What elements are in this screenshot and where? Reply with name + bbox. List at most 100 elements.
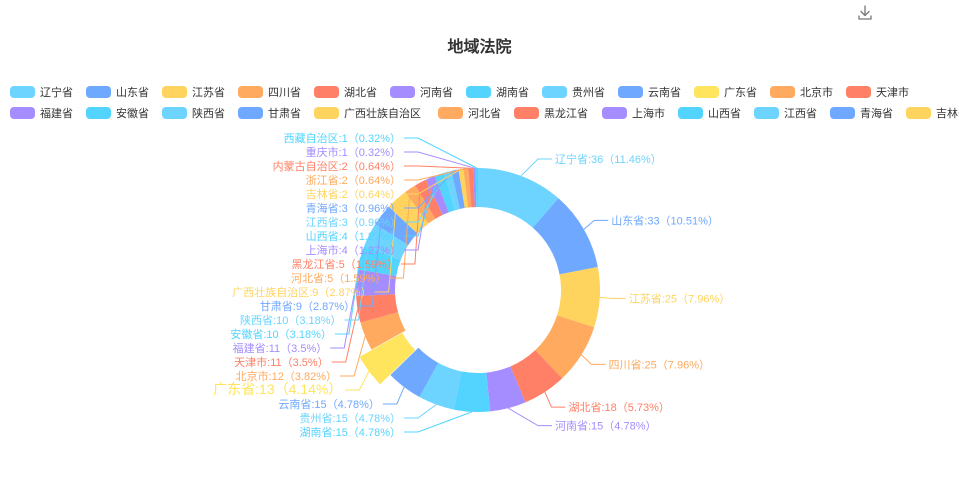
legend-label: 湖北省 <box>344 86 377 99</box>
slice-4e9153577701[interactable] <box>390 347 439 398</box>
legend-item-17[interactable]: 河北省 <box>438 107 501 120</box>
slice-91cd5e865e02[interactable] <box>473 168 477 208</box>
legend-item-13[interactable]: 安徽省 <box>86 106 149 120</box>
legend-swatch <box>10 86 35 98</box>
slice-label: 河南省:15（4.78%） <box>555 420 656 433</box>
slice-label: 福建省:11（3.5%） <box>233 341 328 355</box>
download-icon[interactable] <box>856 4 874 22</box>
slice-label: 安徽省:10（3.18%） <box>230 327 331 341</box>
slice-6e5653177701[interactable] <box>510 350 563 403</box>
legend-label: 天津市 <box>876 85 909 99</box>
legend-item-6[interactable]: 湖南省 <box>466 86 529 99</box>
slice-897f85cf81ea6cbb533a[interactable] <box>475 168 478 208</box>
legend-item-16[interactable]: 广西壮族自治区 <box>314 106 421 120</box>
slice-5b895fbd7701[interactable] <box>357 245 401 276</box>
slice-labels: 辽宁省:36（11.46%） 山东省:33（10.51%） 江苏省:25（7.96%… <box>213 131 730 439</box>
slice-6d596c5f7701[interactable] <box>463 168 472 208</box>
legend-swatch <box>514 107 539 119</box>
legend-item-5[interactable]: 河南省 <box>390 86 453 99</box>
slice-label: 辽宁省:36（11.46%） <box>555 152 662 166</box>
legend-swatch <box>314 107 339 119</box>
legend-item-8[interactable]: 云南省 <box>618 86 681 99</box>
slice-97526d777701[interactable] <box>451 169 465 210</box>
slice-label: 甘肃省:9（2.87%） <box>260 300 355 313</box>
legend-item-15[interactable]: 甘肃省 <box>238 107 301 120</box>
legend-label: 北京市 <box>800 85 833 99</box>
legend-item-19[interactable]: 上海市 <box>602 106 665 120</box>
slice-label: 北京市:12（3.82%） <box>236 369 337 383</box>
legend-item-11[interactable]: 天津市 <box>846 85 909 99</box>
legend-item-21[interactable]: 江西省 <box>754 107 817 120</box>
slice-59296d255e02[interactable] <box>356 294 399 323</box>
legend-item-4[interactable]: 湖北省 <box>314 86 377 99</box>
leader-line <box>404 137 478 169</box>
legend-swatch <box>466 86 491 98</box>
legend-item-9[interactable]: 广东省 <box>694 86 757 99</box>
leader-line <box>404 151 475 169</box>
leader-line <box>583 219 609 230</box>
legend-item-7[interactable]: 贵州省 <box>542 86 605 99</box>
slice-5e7f4e1c7701[interactable] <box>359 332 416 385</box>
slice-6cb353577701[interactable] <box>486 366 526 412</box>
legend-label: 河南省 <box>420 86 453 99</box>
legend-swatch <box>602 107 627 119</box>
legend-item-20[interactable]: 山西省 <box>678 107 741 120</box>
legend-item-3[interactable]: 四川省 <box>238 86 301 99</box>
slice-53174eac5e02[interactable] <box>360 312 406 350</box>
legend-swatch <box>906 107 931 119</box>
legend-swatch <box>846 86 871 98</box>
legend-label: 辽宁省 <box>40 85 73 99</box>
slice-540967977701[interactable] <box>458 168 469 209</box>
leader-line <box>330 282 357 349</box>
leader-line <box>358 215 383 307</box>
slice-label: 重庆市:1（0.32%） <box>306 145 401 159</box>
slice-5c714e1c7701[interactable] <box>532 198 598 275</box>
legend-item-1[interactable]: 山东省 <box>86 86 149 99</box>
slice-6e5653577701[interactable] <box>453 371 491 412</box>
slice-label: 青海省:3（0.96%） <box>306 201 401 215</box>
legend-label: 江苏省 <box>192 86 225 99</box>
slice-label: 上海市:4（1.27%） <box>306 243 401 257</box>
legend-item-0[interactable]: 辽宁省 <box>10 85 73 99</box>
legend-swatch <box>618 86 643 98</box>
legend-item-22[interactable]: 青海省 <box>830 106 893 120</box>
slice-9ed19f996c5f7701[interactable] <box>415 179 443 219</box>
legend-label: 山西省 <box>708 107 741 120</box>
legend-swatch <box>86 107 111 119</box>
legend-swatch <box>390 86 415 98</box>
legend-swatch <box>694 86 719 98</box>
legend-item-14[interactable]: 陕西省 <box>162 106 225 120</box>
slice-6c5f897f7701[interactable] <box>444 170 460 211</box>
slice-8fbd5b817701[interactable] <box>478 168 559 228</box>
slice-label: 江苏省:25（7.96%） <box>629 292 730 305</box>
leader-line <box>344 234 370 321</box>
legend: 辽宁省山东省 江苏省四川省 湖北省 河南省湖南省贵州省云南省广东省 北京市 天津市福建省 安… <box>10 85 959 120</box>
leader-line <box>520 158 552 177</box>
legend-swatch <box>314 86 339 98</box>
slice-5c71897f7701[interactable] <box>435 172 456 213</box>
slice-label: 山东省:33（10.51%） <box>611 214 719 227</box>
legend-item-10[interactable]: 北京市 <box>770 85 833 99</box>
legend-item-12[interactable]: 福建省 <box>10 106 73 120</box>
leader-line <box>404 169 456 209</box>
slice-label: 陕西省:10（3.18%） <box>240 313 341 327</box>
slice-6c5f82cf7701[interactable] <box>557 266 600 328</box>
legend-item-2[interactable]: 江苏省 <box>162 86 225 99</box>
legend-swatch <box>86 86 111 98</box>
legend-item-18[interactable]: 黑龙江省 <box>514 107 588 120</box>
leader-line <box>599 296 626 299</box>
legend-label: 安徽省 <box>116 106 149 120</box>
leader-line <box>340 336 366 377</box>
leader-line <box>382 386 405 405</box>
slice-8d355dde7701[interactable] <box>419 362 462 410</box>
slice-label: 广东省:13（4.14%） <box>213 381 342 397</box>
slice-5185849953e481ea6cbb533a[interactable] <box>468 168 475 208</box>
legend-item-23[interactable]: 吉林省 <box>906 106 959 120</box>
leader-line <box>374 199 398 293</box>
legend-swatch <box>770 86 795 98</box>
slice-6cb353177701[interactable] <box>405 185 436 224</box>
slice-798f5efa7701[interactable] <box>356 269 397 297</box>
legend-label: 广西壮族自治区 <box>344 106 421 120</box>
slice-56db5ddd7701[interactable] <box>535 315 595 379</box>
slice-9655897f7701[interactable] <box>364 224 409 260</box>
